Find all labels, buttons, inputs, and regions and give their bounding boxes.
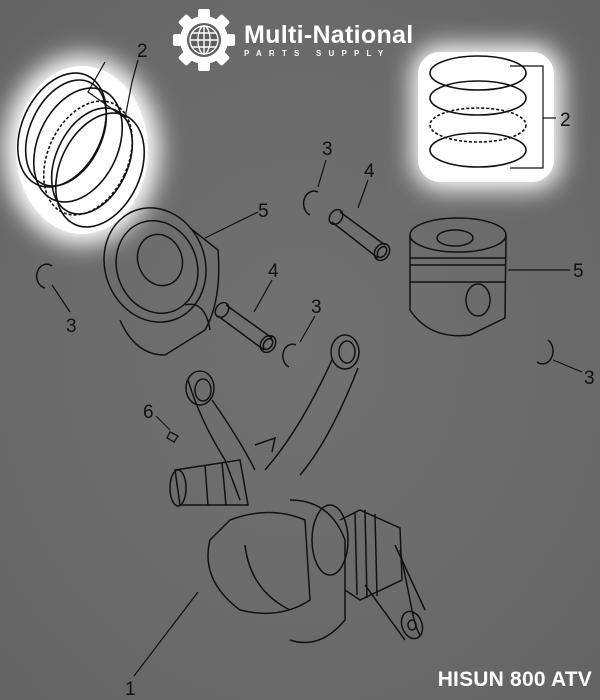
woodruff-key[interactable] [166, 431, 179, 443]
piston-right[interactable] [409, 217, 507, 337]
leader-6 [155, 415, 171, 431]
circlip-right[interactable] [536, 339, 554, 365]
model-caption: HISUN 800 ATV [437, 668, 592, 691]
brand-tagline: PARTS SUPPLY [244, 48, 391, 58]
callout-4-upper: 4 [364, 161, 375, 182]
brand-logo: Multi-National PARTS SUPPLY [170, 8, 413, 72]
leader-4-lower [253, 279, 273, 313]
callout-3-right: 3 [584, 368, 595, 389]
piston-pin-upper[interactable] [326, 207, 392, 263]
callout-5-left: 5 [258, 201, 269, 222]
callout-4-lower: 4 [268, 261, 279, 282]
brand-name: Multi-National [244, 20, 414, 49]
callout-6: 6 [143, 402, 154, 423]
leader-1 [133, 591, 199, 677]
crankshaft-assembly[interactable] [169, 334, 426, 644]
callout-3-top: 3 [322, 139, 333, 160]
callout-1: 1 [125, 679, 136, 700]
piston-ring-set-right[interactable] [429, 55, 556, 169]
callout-3-left: 3 [66, 316, 77, 337]
circlip-top-center[interactable] [302, 190, 319, 216]
circlip-left[interactable] [35, 263, 53, 289]
circlip-center[interactable] [282, 343, 297, 368]
leader-4-upper [357, 179, 369, 209]
callout-5-right: 5 [573, 261, 584, 282]
callout-2-left: 2 [137, 41, 148, 62]
piston-ring-set-left[interactable] [0, 59, 161, 242]
leader-3-left [51, 284, 71, 313]
leader-3-top [317, 159, 327, 188]
leader-3-right [552, 359, 583, 373]
leader-5-left [204, 211, 259, 239]
leader-3-center [299, 315, 316, 343]
gear-globe-icon [173, 9, 235, 71]
callout-2-right: 2 [560, 110, 571, 131]
piston-left[interactable] [88, 193, 222, 356]
callout-3-center: 3 [311, 297, 322, 318]
ring-highlight-left [4, 55, 160, 245]
piston-pin-lower[interactable] [212, 300, 278, 355]
